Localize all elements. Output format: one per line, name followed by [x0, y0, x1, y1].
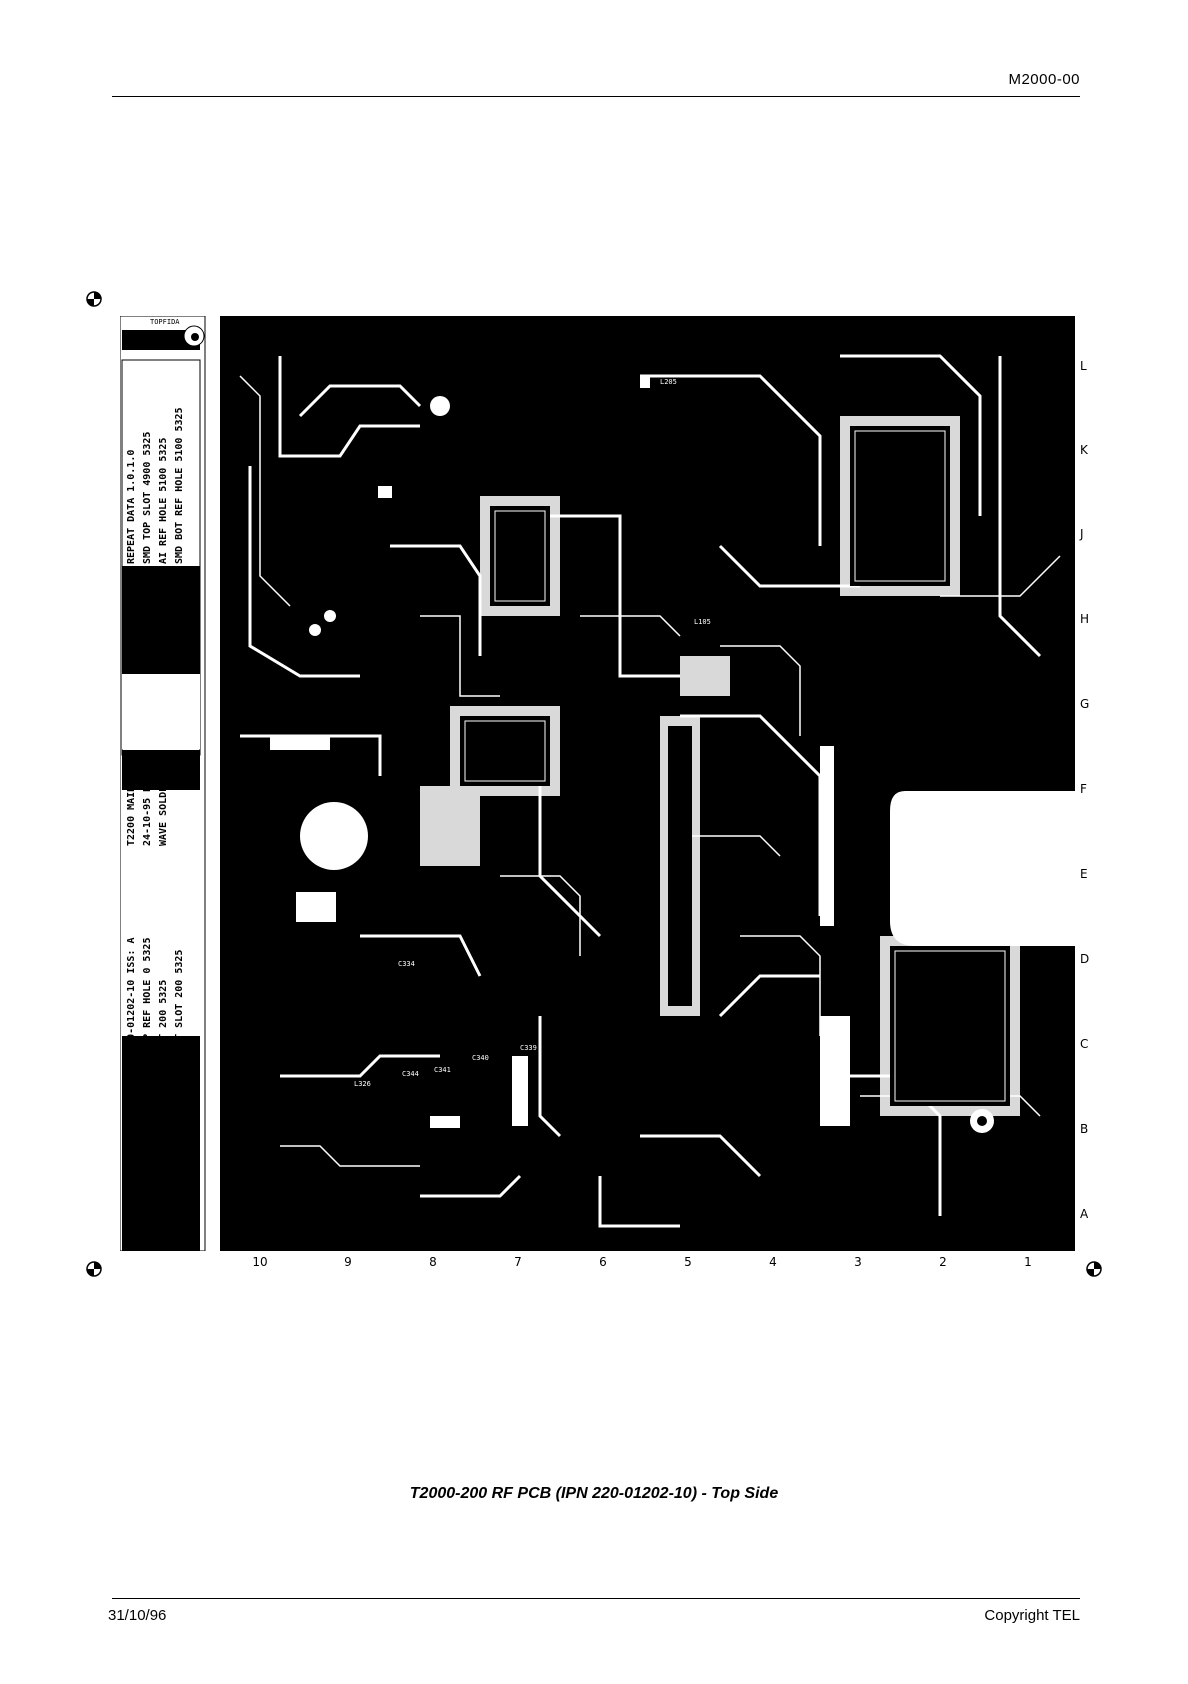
row-label: A [1080, 1207, 1089, 1221]
footer-copyright: Copyright TEL [984, 1607, 1080, 1624]
label-l205: L205 [660, 378, 677, 386]
column-label: 1 [1024, 1255, 1032, 1269]
registration-mark-icon [1086, 1261, 1102, 1277]
label-c344: C344 [402, 1070, 419, 1078]
row-label: G [1080, 697, 1090, 711]
column-label: 6 [599, 1255, 607, 1269]
label-c340: C340 [472, 1054, 489, 1062]
topfida-label: TOPFIDA [150, 318, 180, 326]
registration-mark-icon [86, 291, 102, 307]
row-label: F [1080, 782, 1087, 796]
board-line-2: 24-10-95 DBH [142, 774, 153, 846]
row-label: K [1080, 443, 1088, 457]
document-code: M2000-00 [1008, 71, 1080, 88]
footer-rule [112, 1598, 1080, 1599]
figure-caption: T2000-200 RF PCB (IPN 220-01202-10) - To… [409, 1485, 779, 1502]
column-label: 8 [429, 1255, 437, 1269]
footer-date: 31/10/96 [108, 1607, 167, 1624]
row-label: H [1080, 612, 1090, 626]
label-c341: C341 [434, 1066, 451, 1074]
label-l326: L326 [354, 1080, 371, 1088]
registration-mark-icon [86, 1261, 102, 1277]
ipn-line-1: IPN 220-01202-10 ISS: A [126, 938, 137, 1076]
column-label: 7 [514, 1255, 522, 1269]
row-label: J [1080, 527, 1084, 541]
row-label: E [1080, 867, 1088, 881]
label-l105: L105 [694, 618, 711, 626]
board-line-1: T2200 MAIN BOARD [126, 750, 137, 846]
column-label: 5 [684, 1255, 692, 1269]
column-label: 2 [939, 1255, 947, 1269]
column-label: 10 [252, 1255, 268, 1269]
repeat-line-2: SMD TOP SLOT 4900 5325 [142, 432, 153, 564]
row-label: L [1080, 359, 1087, 373]
label-c334: C334 [398, 960, 415, 968]
board-line-3: WAVE SOLDER [158, 779, 169, 846]
row-label: C [1080, 1037, 1089, 1051]
repeat-line-4: SMD BOT REF HOLE 5100 5325 [174, 407, 185, 564]
ipn-line-2: SMD TOP REF HOLE 0 5325 [142, 938, 153, 1076]
header-rule [112, 96, 1080, 97]
row-label: D [1080, 952, 1090, 966]
repeat-line-3: AI REF HOLE 5100 5325 [158, 438, 169, 564]
pcb-layout: TOPFIDA REPEAT DATA 1.0.1.0 SMD TOP SLOT… [120, 316, 1075, 1251]
label-c339: C339 [520, 1044, 537, 1052]
ipn-line-3: AI SLOT 200 5325 [158, 980, 169, 1076]
column-label: 3 [854, 1255, 862, 1269]
column-label: 9 [344, 1255, 352, 1269]
repeat-line-1: REPEAT DATA 1.0.1.0 [126, 450, 137, 564]
column-label: 4 [769, 1255, 777, 1269]
row-label: B [1080, 1122, 1089, 1136]
ipn-line-4: SMD BOT SLOT 200 5325 [174, 950, 185, 1076]
